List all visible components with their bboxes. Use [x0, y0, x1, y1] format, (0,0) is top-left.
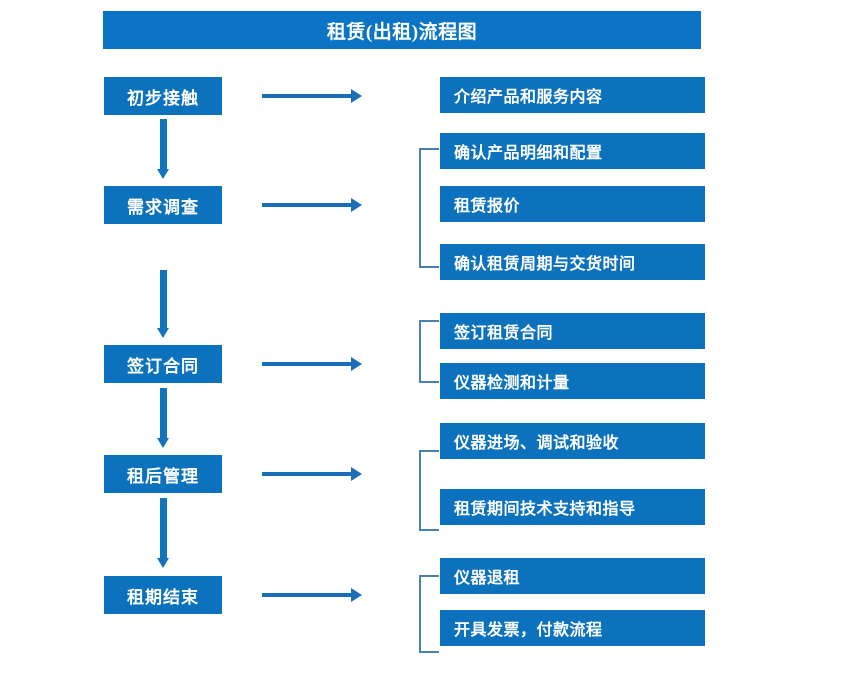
arrow-shaft [262, 203, 352, 207]
stage-box-2[interactable]: 需求调查 [104, 186, 222, 224]
detail-box-5-2[interactable]: 开具发票，付款流程 [440, 610, 705, 646]
group-bracket-icon-4 [419, 450, 439, 531]
detail-box-4-1[interactable]: 仪器进场、调试和验收 [440, 423, 705, 459]
arrow-shaft [160, 498, 167, 558]
stage-box-5[interactable]: 租期结束 [104, 576, 222, 614]
arrow-shaft [262, 94, 352, 98]
detail-label-3-1: 签订租赁合同 [454, 325, 554, 342]
arrow-head [351, 198, 362, 212]
group-bracket-icon-2 [419, 148, 439, 268]
detail-box-2-1[interactable]: 确认产品明细和配置 [440, 133, 705, 169]
stage-box-3[interactable]: 签订合同 [104, 345, 222, 383]
arrow-down-icon-4 [157, 498, 169, 568]
detail-label-1-1: 介绍产品和服务内容 [454, 89, 603, 106]
page-title-text: 租赁(出租)流程图 [326, 21, 478, 43]
detail-box-1-1[interactable]: 介绍产品和服务内容 [440, 77, 705, 113]
arrow-head [351, 467, 362, 481]
detail-label-2-1: 确认产品明细和配置 [454, 145, 603, 162]
arrow-shaft [160, 270, 167, 328]
arrow-shaft [262, 472, 352, 476]
detail-label-2-3: 确认租赁周期与交货时间 [454, 256, 636, 273]
arrow-right-icon-4 [262, 467, 362, 481]
detail-box-4-2[interactable]: 租赁期间技术支持和指导 [440, 489, 705, 525]
group-bracket-icon-3 [419, 320, 439, 383]
stage-label-4: 租后管理 [127, 466, 199, 486]
arrow-head [157, 328, 169, 338]
arrow-head [157, 169, 169, 179]
stage-label-3: 签订合同 [127, 356, 199, 376]
arrow-shaft [262, 593, 352, 597]
arrow-head [351, 357, 362, 371]
detail-label-5-1: 仪器退租 [454, 570, 521, 587]
arrow-right-icon-2 [262, 198, 362, 212]
detail-box-3-2[interactable]: 仪器检测和计量 [440, 363, 705, 399]
arrow-down-icon-1 [157, 119, 169, 179]
detail-label-3-2: 仪器检测和计量 [454, 375, 570, 392]
detail-box-2-2[interactable]: 租赁报价 [440, 186, 705, 222]
arrow-right-icon-3 [262, 357, 362, 371]
page-title: 租赁(出租)流程图 [103, 11, 701, 49]
arrow-head [351, 588, 362, 602]
arrow-shaft [262, 362, 352, 366]
detail-box-5-1[interactable]: 仪器退租 [440, 558, 705, 594]
group-bracket-icon-5 [419, 575, 439, 653]
detail-label-4-1: 仪器进场、调试和验收 [454, 435, 620, 452]
arrow-head [351, 89, 362, 103]
arrow-right-icon-1 [262, 89, 362, 103]
arrow-head [157, 558, 169, 568]
detail-box-3-1[interactable]: 签订租赁合同 [440, 313, 705, 349]
detail-label-2-2: 租赁报价 [454, 198, 521, 215]
arrow-shaft [160, 119, 167, 169]
arrow-right-icon-5 [262, 588, 362, 602]
detail-label-4-2: 租赁期间技术支持和指导 [454, 501, 636, 518]
detail-box-2-3[interactable]: 确认租赁周期与交货时间 [440, 244, 705, 280]
stage-label-2: 需求调查 [127, 197, 199, 217]
arrow-head [157, 438, 169, 448]
detail-label-5-2: 开具发票，付款流程 [454, 622, 603, 639]
stage-label-1: 初步接触 [127, 88, 199, 108]
arrow-shaft [160, 388, 167, 438]
arrow-down-icon-2 [157, 270, 169, 338]
stage-label-5: 租期结束 [127, 587, 199, 607]
stage-box-1[interactable]: 初步接触 [104, 77, 222, 115]
stage-box-4[interactable]: 租后管理 [104, 455, 222, 493]
arrow-down-icon-3 [157, 388, 169, 448]
